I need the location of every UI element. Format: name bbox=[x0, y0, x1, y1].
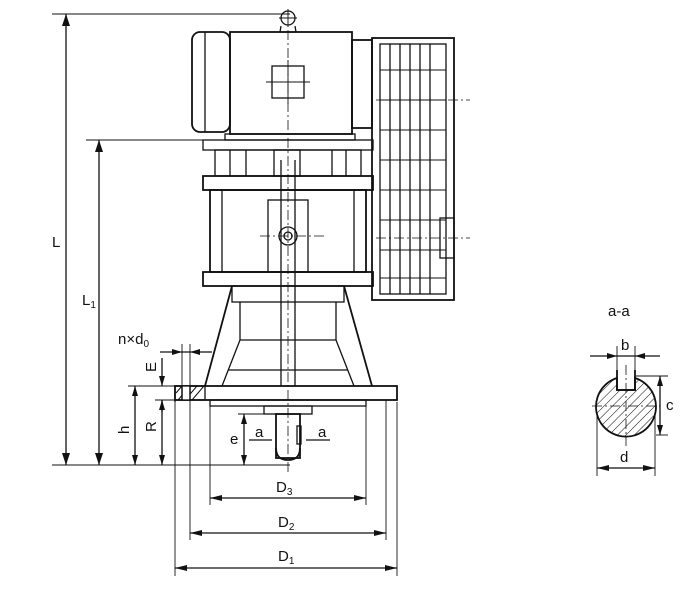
label-L1: L1 bbox=[82, 292, 96, 311]
motor bbox=[191, 9, 374, 151]
dimension-e: e bbox=[230, 413, 276, 465]
dimension-D3: D3 bbox=[209, 406, 367, 505]
dimension-L: L bbox=[52, 13, 290, 466]
label-R: R bbox=[143, 421, 160, 432]
label-a-left: a bbox=[255, 424, 264, 441]
label-e: e bbox=[230, 431, 238, 448]
base-flange bbox=[174, 385, 398, 407]
dimension-n-x-d0: n×d0 bbox=[118, 331, 212, 386]
dimension-R: R bbox=[143, 400, 165, 465]
reducer-housing-lower bbox=[204, 285, 373, 387]
label-D2: D2 bbox=[278, 514, 295, 533]
label-b: b bbox=[621, 337, 629, 354]
fan-cover bbox=[371, 37, 470, 301]
section-a-a-detail: a-a b c d bbox=[590, 303, 674, 476]
internal-shaft bbox=[280, 160, 296, 386]
label-D1: D1 bbox=[278, 548, 295, 567]
label-h: h bbox=[116, 426, 133, 434]
label-L: L bbox=[52, 234, 60, 251]
label-c: c bbox=[666, 397, 674, 414]
label-d: d bbox=[620, 449, 628, 466]
dimension-h: h bbox=[116, 385, 155, 465]
dimension-D1: D1 bbox=[174, 402, 398, 576]
section-mark-a-a: a a bbox=[249, 424, 330, 441]
dimension-D2: D2 bbox=[189, 400, 387, 540]
section-title: a-a bbox=[608, 303, 630, 320]
dimension-L1: L1 bbox=[82, 139, 205, 465]
label-E: E bbox=[143, 362, 160, 372]
dimension-E: E bbox=[143, 358, 175, 412]
output-shaft bbox=[263, 405, 313, 461]
label-D3: D3 bbox=[276, 479, 293, 498]
label-a-right: a bbox=[318, 424, 327, 441]
label-n-x-d0: n×d0 bbox=[118, 331, 149, 350]
